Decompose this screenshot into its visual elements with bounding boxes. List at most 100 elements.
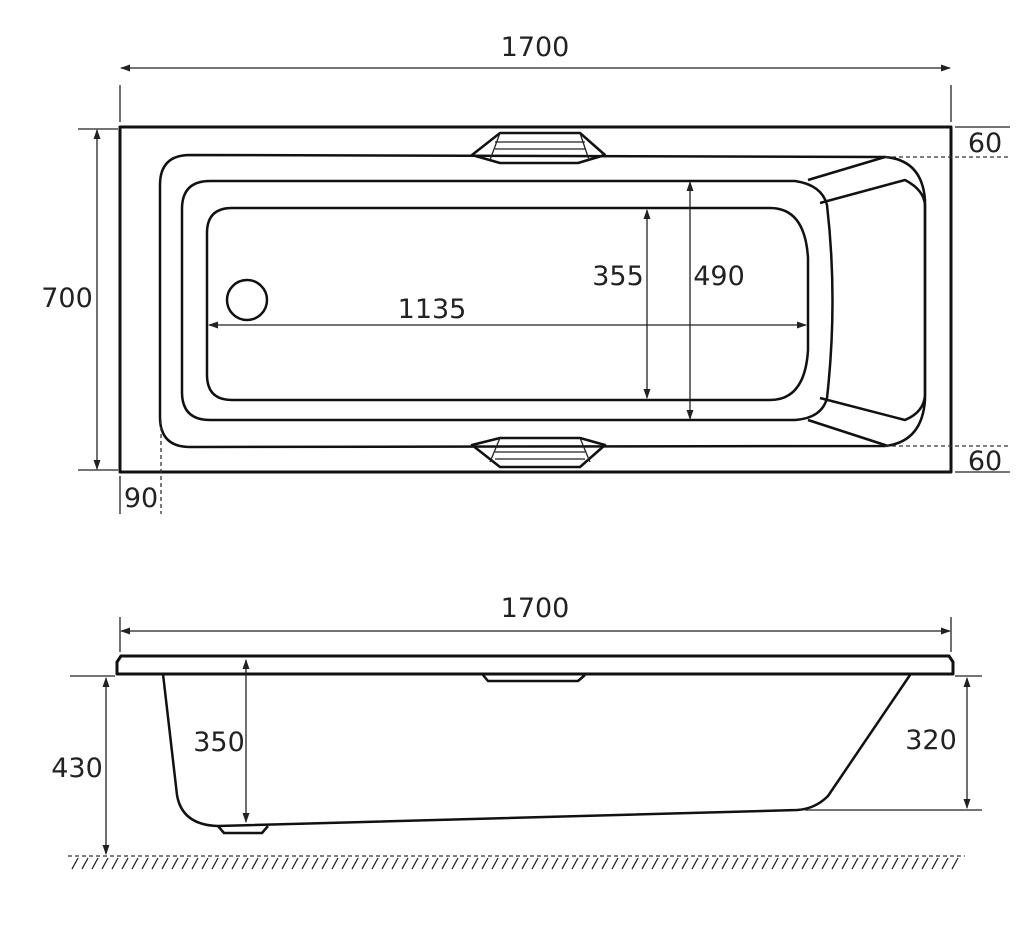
dim-side-height-label: 430 <box>51 753 103 784</box>
ground-hatch-mark <box>541 857 549 870</box>
ground-hatch-mark <box>371 857 379 870</box>
ground-hatch-mark <box>321 857 329 870</box>
dim-inner-width-label: 490 <box>693 261 745 292</box>
ground-hatch-mark <box>461 857 469 870</box>
floor-ground-line <box>68 855 965 870</box>
ground-hatch-mark <box>101 857 109 870</box>
ground-hatch-mark <box>841 857 849 870</box>
ground-hatch-mark <box>821 857 829 870</box>
dim-rim-top-label: 60 <box>968 128 1002 159</box>
dim-side-depth-waste-label: 350 <box>193 727 245 758</box>
ground-hatch-mark <box>951 857 959 870</box>
ground-hatch-mark <box>681 857 689 870</box>
ground-hatch-mark <box>621 857 629 870</box>
ground-hatch-mark <box>201 857 209 870</box>
bottom-grab-handle <box>470 436 607 469</box>
ground-hatch-mark <box>741 857 749 870</box>
ground-hatch-mark <box>521 857 529 870</box>
dim-inner-width: 490 <box>686 181 745 420</box>
bath-outer-rim <box>118 125 953 474</box>
ground-hatch-mark <box>411 857 419 870</box>
ground-hatch-mark <box>751 857 759 870</box>
dim-floor-length: 1135 <box>208 294 807 329</box>
ground-hatch-mark <box>361 857 369 870</box>
dim-side-length-label: 1700 <box>501 593 570 624</box>
side-waste-fitting <box>482 674 586 683</box>
ground-hatch-mark <box>941 857 949 870</box>
backrest-panel <box>807 155 927 448</box>
ground-hatch-mark <box>131 857 139 870</box>
ground-hatch-mark <box>111 857 119 870</box>
ground-hatch-mark <box>391 857 399 870</box>
side-view: 1700 430 350 320 <box>51 593 982 870</box>
ground-hatch-mark <box>891 857 899 870</box>
ground-hatch-mark <box>871 857 879 870</box>
ground-hatch-mark <box>711 857 719 870</box>
dim-side-depth-backrest: 320 <box>805 675 982 811</box>
ground-hatch-mark <box>341 857 349 870</box>
ground-hatch-mark <box>91 857 99 870</box>
ground-hatch-mark <box>221 857 229 870</box>
ground-hatch-mark <box>771 857 779 870</box>
dim-side-depth-waste: 350 <box>193 659 250 823</box>
dim-rim-left: 90 <box>119 420 162 514</box>
ground-hatch-mark <box>641 857 649 870</box>
ground-hatch-mark <box>241 857 249 870</box>
plan-view: 1700 700 490 355 1135 60 <box>41 32 1010 514</box>
ground-hatch-mark <box>231 857 239 870</box>
ground-hatch-mark <box>851 857 859 870</box>
ground-hatch-mark <box>721 857 729 870</box>
ground-hatch-mark <box>291 857 299 870</box>
ground-hatch-mark <box>501 857 509 870</box>
ground-hatch-mark <box>161 857 169 870</box>
ground-hatch-mark <box>481 857 489 870</box>
dim-rim-bottom: 60 <box>885 445 1010 477</box>
ground-hatch-mark <box>731 857 739 870</box>
ground-hatch-mark <box>801 857 809 870</box>
side-rim <box>115 654 955 676</box>
ground-hatch-mark <box>551 857 559 870</box>
ground-hatch-mark <box>381 857 389 870</box>
ground-hatch-mark <box>311 857 319 870</box>
ground-hatch-mark <box>661 857 669 870</box>
dim-plan-length: 1700 <box>119 32 952 122</box>
ground-hatch-mark <box>861 857 869 870</box>
dim-plan-length-label: 1700 <box>501 32 570 63</box>
ground-hatch-mark <box>571 857 579 870</box>
dim-rim-top: 60 <box>885 126 1010 159</box>
ground-hatch-mark <box>611 857 619 870</box>
dim-plan-width-label: 700 <box>41 283 93 314</box>
ground-hatch-mark <box>921 857 929 870</box>
ground-hatch-mark <box>931 857 939 870</box>
dim-rim-bottom-label: 60 <box>968 446 1002 477</box>
bath-floor <box>205 206 810 402</box>
ground-hatch-mark <box>691 857 699 870</box>
ground-hatch-mark <box>141 857 149 870</box>
ground-hatch-mark <box>401 857 409 870</box>
dim-rim-left-label: 90 <box>124 483 158 514</box>
bath-bowl-outline <box>158 153 927 449</box>
ground-hatch-mark <box>531 857 539 870</box>
ground-hatch-mark <box>651 857 659 870</box>
ground-hatch-mark <box>171 857 179 870</box>
dim-side-depth-backrest-label: 320 <box>905 725 957 756</box>
dim-side-length: 1700 <box>119 593 952 652</box>
ground-hatch-mark <box>781 857 789 870</box>
ground-hatch-mark <box>81 857 89 870</box>
side-foot <box>217 825 269 835</box>
ground-hatch-mark <box>301 857 309 870</box>
ground-hatch-mark <box>121 857 129 870</box>
ground-hatch-mark <box>251 857 259 870</box>
ground-hatch-mark <box>831 857 839 870</box>
dim-floor-length-label: 1135 <box>398 294 467 325</box>
ground-hatch-mark <box>491 857 499 870</box>
ground-hatch-mark <box>181 857 189 870</box>
ground-hatch-mark <box>591 857 599 870</box>
dim-floor-width-label: 355 <box>592 261 644 292</box>
dim-side-height: 430 <box>51 675 115 855</box>
side-body <box>161 673 912 828</box>
bath-inner-slope <box>180 179 834 422</box>
top-grab-handle <box>470 131 607 165</box>
dim-floor-width: 355 <box>592 209 651 399</box>
